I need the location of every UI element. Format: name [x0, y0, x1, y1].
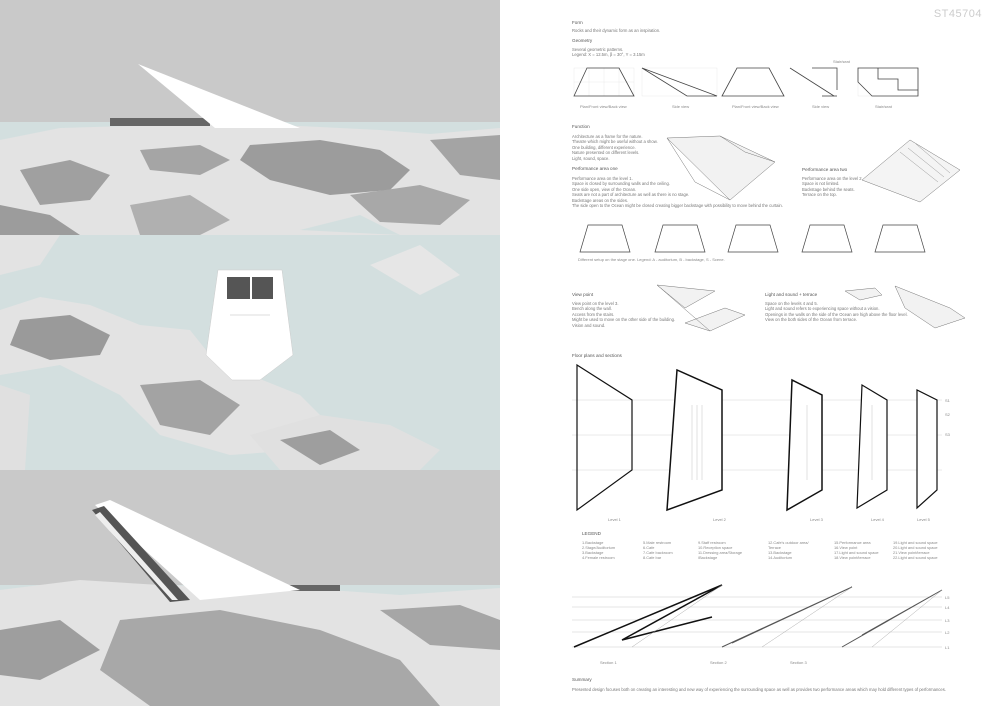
caption-side-2: Side view: [812, 104, 830, 109]
section-level-3: L3: [945, 618, 950, 623]
section-2-label: Section 2: [710, 660, 727, 665]
renderings-column: [0, 0, 500, 706]
legend-col-3: 9.Staff restroom 10.Reception space 11.D…: [698, 540, 743, 560]
function-text: Architecture as a frame for the nature. …: [572, 134, 658, 161]
rendering-side-view: [0, 470, 500, 706]
stair-label: Stair/seat: [833, 59, 850, 64]
rendering-top-view: [0, 235, 500, 470]
level-3-label: Level 3: [810, 517, 823, 522]
performance-one-axon: [666, 135, 776, 201]
section-level-1: L1: [945, 645, 950, 650]
legend-heading: LEGEND: [582, 531, 601, 536]
performance-one-text: Performance area on the level 1. Space i…: [572, 176, 783, 209]
floor-plans: [572, 363, 942, 512]
project-code: ST45704: [933, 8, 982, 20]
performance-two-heading: Performance area two: [802, 167, 848, 172]
geometry-heading: Geometry: [572, 38, 593, 43]
performance-two-axon: [861, 139, 961, 203]
section-mark-2: S2: [945, 412, 950, 417]
performance-one-heading: Performance area one: [572, 166, 618, 171]
level-5-label: Level 5: [917, 517, 930, 522]
caption-stair: Stair/seat: [875, 104, 892, 109]
legend-col-5: 15.Performance area 16.View point 17.Lig…: [834, 540, 879, 560]
form-heading: Form: [572, 20, 583, 25]
geometry-diagrams: [573, 67, 919, 97]
design-sheet: ST45704 Form Rocks and their dynamic for…: [500, 0, 1000, 706]
light-sound-text: Space on the levels 4 and 5. Light and s…: [765, 301, 908, 323]
stage-setups: [579, 224, 926, 253]
legend-col-6: 19.Light and sound space 20.Light and so…: [893, 540, 938, 560]
section-1-label: Section 1: [600, 660, 617, 665]
legend-col-1: 1.Backstage 2.Stage/Auditorium 3.Backsta…: [582, 540, 616, 560]
section-level-2: L2: [945, 630, 950, 635]
section-level-4: L4: [945, 605, 950, 610]
summary-heading: Summary: [572, 677, 592, 682]
summary-text: Presented design focuses both on creatin…: [572, 687, 946, 692]
light-sound-heading: Light and sound + terrace: [765, 292, 818, 297]
form-text: Rocks and their dynamic form as an inspi…: [572, 28, 661, 33]
section-mark-1: S1: [945, 398, 950, 403]
section-mark-3: S3: [945, 432, 950, 437]
view-point-heading: View point: [572, 292, 594, 297]
view-point-axon: [656, 284, 746, 332]
legend-col-2: 5.Male restroom 6.Cafe 7.Cafe backroom 8…: [643, 540, 673, 560]
view-point-text: View point on the level 3. Bench along t…: [572, 301, 676, 328]
rendering-1: [0, 0, 500, 235]
rendering-2: [0, 235, 500, 470]
caption-side-1: Side view: [672, 104, 690, 109]
function-heading: Function: [572, 124, 590, 129]
floor-plans-heading: Floor plans and sections: [572, 353, 622, 358]
geometry-text: Several geometric patterns. Legend: X = …: [572, 47, 645, 58]
sections: [572, 584, 943, 648]
light-sound-axon: [844, 285, 966, 329]
performance-two-text: Performance area on the level 2. Space i…: [802, 176, 863, 198]
legend-col-4: 12.Cafe's outdoor area/ Terrace 13.Backs…: [768, 540, 809, 560]
rendering-3: [0, 470, 500, 706]
level-1-label: Level 1: [608, 517, 621, 522]
section-level-5: L5: [945, 595, 950, 600]
rendering-exterior-view: [0, 0, 500, 235]
caption-plan-1: Plan/Front view/Back view: [580, 104, 627, 109]
level-2-label: Level 2: [713, 517, 726, 522]
level-4-label: Level 4: [871, 517, 884, 522]
section-3-label: Section 3: [790, 660, 807, 665]
caption-plan-2: Plan/Front view/Back view: [732, 104, 779, 109]
setups-caption: Different setup on the stage one. Legend…: [578, 257, 725, 262]
